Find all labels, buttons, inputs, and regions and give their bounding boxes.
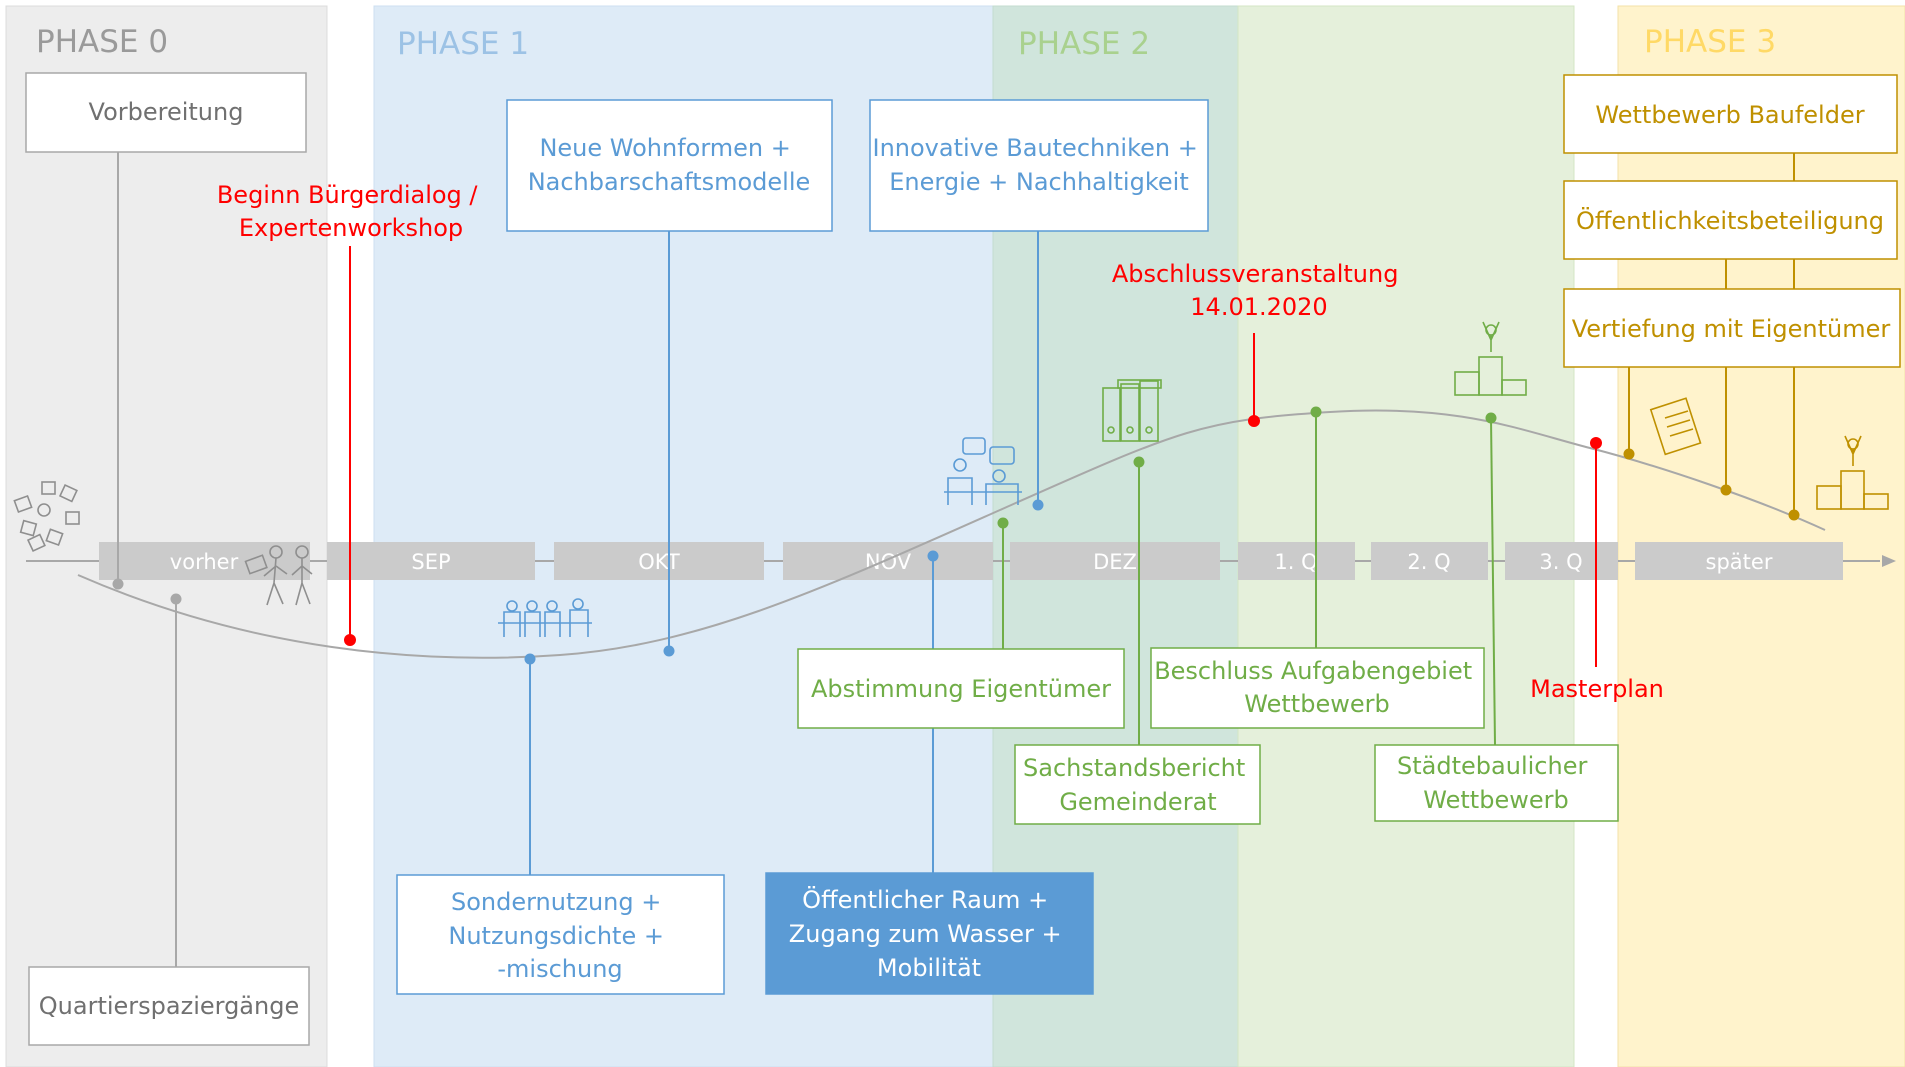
staedtebau-box <box>1374 744 1619 822</box>
vertiefung-box-text: Vertiefung mit Eigentümer <box>1572 315 1891 343</box>
marker-wohnformen <box>663 645 675 657</box>
quartier-box <box>28 966 310 1046</box>
buergerdialog-label: Beginn Bürgerdialog / Expertenworkshop <box>217 181 485 242</box>
segment-nov <box>783 542 993 580</box>
beschluss-box-text: Beschluss Aufgabengebiet Wettbewerb <box>1154 657 1480 718</box>
staedtebau-box-text: Städtebaulicher Wettbewerb <box>1397 752 1595 814</box>
segment-dez <box>1010 542 1220 580</box>
segment-label-spaeter: später <box>1706 550 1773 574</box>
marker-abschluss <box>1248 415 1260 427</box>
segment-q1 <box>1238 542 1355 580</box>
phase-3-band <box>1617 5 1905 1067</box>
process-curve <box>77 409 1826 659</box>
sondernutzung-box-text: Sondernutzung + Nutzungsdichte + -mischu… <box>448 888 671 983</box>
masterplan-label: Masterplan <box>1530 675 1664 703</box>
phase-1-label: PHASE 1 <box>397 26 529 62</box>
baufelder-box-text: Wettbewerb Baufelder <box>1595 101 1864 129</box>
marker-vorbereitung <box>112 578 124 590</box>
sticky-notes-icon <box>13 481 80 553</box>
segment-label-q3: 3. Q <box>1539 550 1582 574</box>
curve-markers <box>112 406 1800 665</box>
discussion-icon <box>944 437 1022 505</box>
marker-bautechniken <box>1032 499 1044 511</box>
marker-baufelder <box>1788 509 1800 521</box>
phase-2-label: PHASE 2 <box>1018 26 1150 62</box>
sachstand-box <box>1014 744 1261 825</box>
sondernutzung-box <box>396 874 725 995</box>
bautechniken-box <box>869 99 1209 232</box>
abschluss-label: Abschlussveranstaltung 14.01.2020 <box>1112 260 1406 321</box>
sachstand-box-text: Sachstandsbericht Gemeinderat <box>1023 754 1253 816</box>
marker-oeffentlichkeit <box>1720 484 1732 496</box>
timeline-labels: vorher SEP OKT NOV DEZ 1. Q 2. Q 3. Q sp… <box>170 550 1773 574</box>
phase-3-label: PHASE 3 <box>1644 24 1776 60</box>
meeting-table-icon <box>498 598 592 637</box>
marker-staedtebau <box>1485 412 1497 424</box>
wohnformen-box <box>506 99 833 232</box>
segment-label-dez: DEZ <box>1093 550 1137 574</box>
binders-icon <box>1102 379 1162 442</box>
timeline-arrowhead <box>1882 555 1896 567</box>
abstimmung-box <box>797 648 1125 729</box>
marker-vertiefung <box>1623 448 1635 460</box>
oeffentlichkeit-box <box>1563 180 1898 260</box>
marker-abstimmung <box>997 517 1009 529</box>
segment-okt <box>554 542 764 580</box>
podium-icon-phase3 <box>1816 435 1889 510</box>
marker-sondernutzung <box>524 653 536 665</box>
marker-sachstand <box>1133 456 1145 468</box>
marker-raum <box>927 550 939 562</box>
quartier-box-text: Quartierspaziergänge <box>39 992 299 1020</box>
timeline-segments <box>99 542 1843 580</box>
raum-box <box>765 872 1094 995</box>
marker-beschluss <box>1310 406 1322 418</box>
connector-staedtebau <box>1490 417 1496 746</box>
segment-q2 <box>1371 542 1488 580</box>
phase-2-band-b <box>1237 5 1575 1067</box>
beschluss-box <box>1150 647 1485 729</box>
segment-label-sep: SEP <box>411 550 450 574</box>
oeffentlichkeit-box-text: Öffentlichkeitsbeteiligung <box>1576 206 1884 235</box>
phase-0-band <box>5 5 328 1067</box>
podium-icon <box>1454 321 1527 396</box>
bautechniken-box-text: Innovative Bautechniken + Energie + Nach… <box>872 134 1205 196</box>
document-icon <box>1649 397 1702 456</box>
segment-spaeter <box>1635 542 1843 580</box>
marker-masterplan <box>1590 437 1602 449</box>
segment-label-vorher: vorher <box>170 550 239 574</box>
vertiefung-box <box>1563 288 1901 368</box>
vorbereitung-box-text: Vorbereitung <box>89 98 244 126</box>
segment-label-q1: 1. Q <box>1274 550 1317 574</box>
walking-people-icon <box>244 545 313 606</box>
wohnformen-box-text: Neue Wohnformen + Nachbarschaftsmodelle <box>528 134 811 196</box>
marker-quartier <box>170 593 182 605</box>
abstimmung-box-text: Abstimmung Eigentümer <box>811 675 1111 703</box>
vorbereitung-box <box>25 72 307 153</box>
raum-box-text: Öffentlicher Raum + Zugang zum Wasser + … <box>789 885 1069 982</box>
marker-buergerdialog <box>344 634 356 646</box>
baufelder-box <box>1563 74 1898 154</box>
segment-sep <box>327 542 535 580</box>
segment-label-q2: 2. Q <box>1407 550 1450 574</box>
segment-q3 <box>1505 542 1618 580</box>
phase-0-label: PHASE 0 <box>36 24 168 60</box>
segment-label-okt: OKT <box>638 550 680 574</box>
segment-label-nov: NOV <box>865 550 912 574</box>
